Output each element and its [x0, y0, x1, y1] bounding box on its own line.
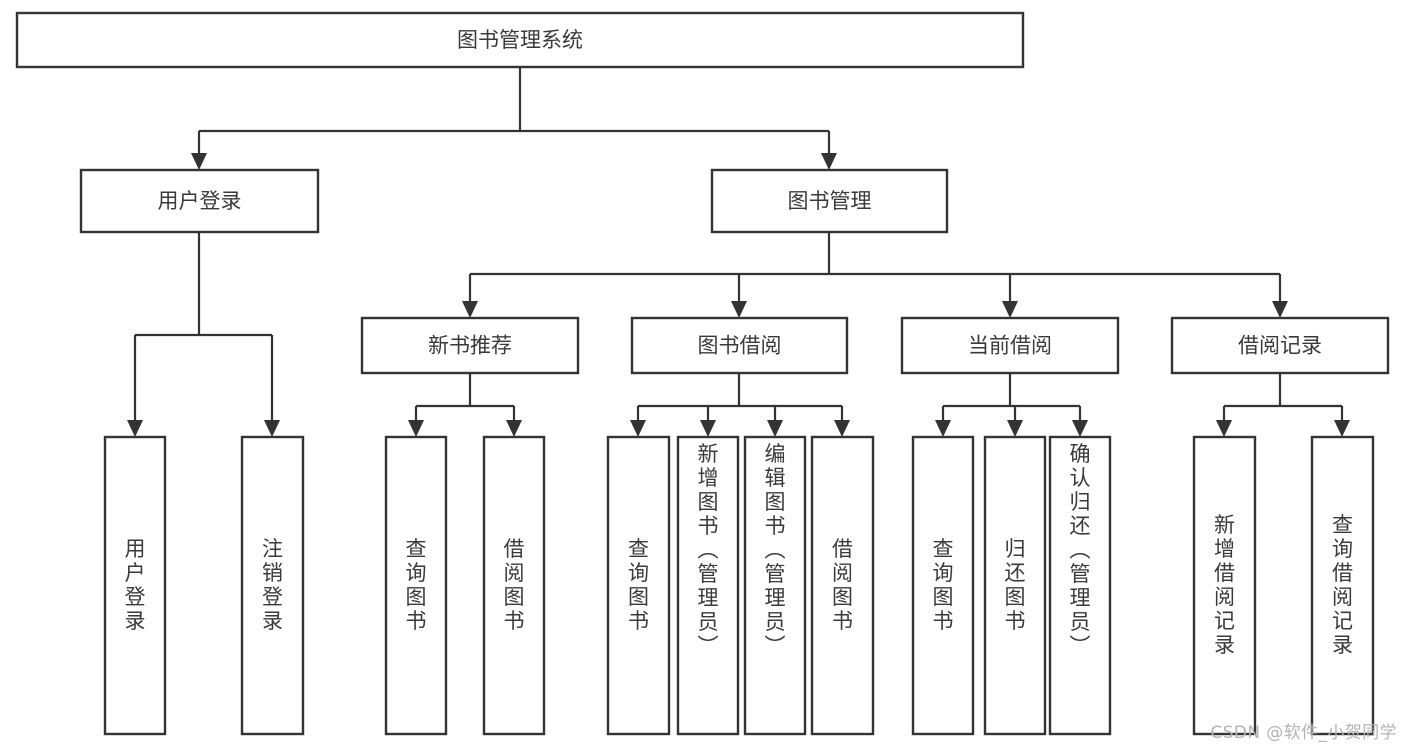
root-node-label: 图书管理系统	[457, 28, 583, 52]
leaf-node-label: 用户登录	[125, 537, 146, 633]
level3-node-box[interactable]	[1170, 316, 1390, 375]
level2-node-box[interactable]	[79, 168, 320, 234]
level3-node-box[interactable]	[630, 316, 849, 375]
leaf-node-label: 查询图书	[933, 537, 954, 633]
leaf-node-box[interactable]	[1310, 435, 1375, 736]
level3-node-label: 当前借阅	[968, 334, 1052, 358]
arrow-head-icon	[700, 420, 716, 437]
arrow-head-icon	[731, 301, 747, 318]
leaf-node-box[interactable]	[482, 435, 546, 736]
level2-node-1[interactable]: 图书管理	[710, 168, 949, 234]
arrow-head-icon	[767, 420, 783, 437]
arrow-head-icon	[935, 420, 951, 437]
edges-layer	[127, 67, 1350, 437]
arrow-head-icon	[834, 420, 850, 437]
arrow-head-icon	[408, 420, 424, 437]
leaf-node-6[interactable]: 编辑图书︵管理员︶	[743, 435, 807, 736]
leaf-node-7[interactable]: 借阅图书	[810, 435, 875, 736]
level3-node-1[interactable]: 图书借阅	[630, 316, 849, 375]
leaf-node-4[interactable]: 查询图书	[606, 435, 671, 736]
level3-node-box[interactable]	[360, 316, 580, 375]
arrow-head-icon	[1272, 301, 1288, 318]
arrow-head-icon	[1002, 301, 1018, 318]
leaf-node-box[interactable]	[1192, 435, 1257, 736]
arrow-head-icon	[127, 420, 143, 437]
nodes-layer: 图书管理系统用户登录图书管理新书推荐图书借阅当前借阅借阅记录用户登录注销登录查询…	[15, 11, 1390, 736]
arrow-head-icon	[630, 420, 646, 437]
arrow-head-icon	[1072, 420, 1088, 437]
leaf-node-9[interactable]: 归还图书	[983, 435, 1047, 736]
arrow-head-icon	[462, 301, 478, 318]
level2-node-label: 用户登录	[158, 189, 242, 213]
leaf-node-box[interactable]	[743, 435, 807, 736]
leaf-node-12[interactable]: 查询借阅记录	[1310, 435, 1375, 736]
arrow-head-icon	[1216, 420, 1232, 437]
leaf-node-label: 新增图书︵管理员︶	[698, 442, 719, 658]
arrow-head-icon	[821, 153, 837, 170]
leaf-node-label: 新增借阅记录	[1214, 513, 1235, 657]
level3-node-label: 借阅记录	[1238, 334, 1322, 358]
leaf-node-box[interactable]	[606, 435, 671, 736]
leaf-node-box[interactable]	[983, 435, 1047, 736]
leaf-node-label: 编辑图书︵管理员︶	[765, 442, 786, 658]
leaf-node-label: 确认归还︵管理员︶	[1070, 442, 1091, 658]
leaf-node-1[interactable]: 注销登录	[240, 435, 305, 736]
leaf-node-0[interactable]: 用户登录	[103, 435, 167, 736]
leaf-node-label: 借阅图书	[504, 537, 525, 633]
leaf-node-label: 归还图书	[1005, 537, 1026, 633]
arrow-head-icon	[191, 153, 207, 170]
csdn-watermark: CSDN @软件_小贺同学	[1210, 723, 1397, 743]
leaf-node-label: 查询图书	[628, 537, 649, 633]
level2-node-0[interactable]: 用户登录	[79, 168, 320, 234]
level3-node-box[interactable]	[900, 316, 1120, 375]
leaf-node-box[interactable]	[911, 435, 975, 736]
level3-node-3[interactable]: 借阅记录	[1170, 316, 1390, 375]
root-node-box[interactable]	[15, 11, 1025, 69]
leaf-node-box[interactable]	[384, 435, 448, 736]
leaf-node-label: 查询图书	[406, 537, 427, 633]
leaf-node-box[interactable]	[103, 435, 167, 736]
leaf-node-5[interactable]: 新增图书︵管理员︶	[676, 435, 740, 736]
level3-node-label: 图书借阅	[698, 334, 782, 358]
level2-node-label: 图书管理	[788, 189, 872, 213]
level2-node-box[interactable]	[710, 168, 949, 234]
leaf-node-box[interactable]	[676, 435, 740, 736]
leaf-node-2[interactable]: 查询图书	[384, 435, 448, 736]
leaf-node-box[interactable]	[810, 435, 875, 736]
leaf-node-3[interactable]: 借阅图书	[482, 435, 546, 736]
arrow-head-icon	[1334, 420, 1350, 437]
level3-node-0[interactable]: 新书推荐	[360, 316, 580, 375]
arrow-head-icon	[264, 420, 280, 437]
leaf-node-10[interactable]: 确认归还︵管理员︶	[1048, 435, 1112, 736]
leaf-node-label: 查询借阅记录	[1332, 513, 1353, 657]
leaf-node-11[interactable]: 新增借阅记录	[1192, 435, 1257, 736]
leaf-node-label: 借阅图书	[832, 537, 853, 633]
leaf-node-label: 注销登录	[262, 537, 283, 633]
arrow-head-icon	[1007, 420, 1023, 437]
leaf-node-8[interactable]: 查询图书	[911, 435, 975, 736]
leaf-node-box[interactable]	[1048, 435, 1112, 736]
leaf-node-box[interactable]	[240, 435, 305, 736]
level3-node-label: 新书推荐	[428, 334, 512, 358]
arrow-head-icon	[506, 420, 522, 437]
root-node-0[interactable]: 图书管理系统	[15, 11, 1025, 69]
level3-node-2[interactable]: 当前借阅	[900, 316, 1120, 375]
